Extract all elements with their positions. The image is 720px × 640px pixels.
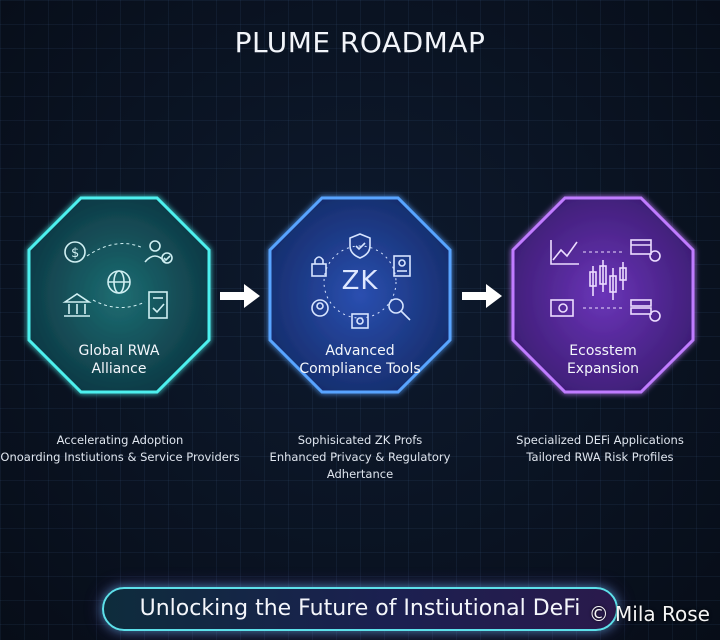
shield-check-icon bbox=[349, 233, 371, 259]
octagon-frame-purple bbox=[511, 196, 695, 394]
document-check-icon bbox=[148, 291, 168, 319]
user-icon bbox=[311, 299, 329, 317]
stage-1-icons: $ bbox=[62, 240, 173, 319]
stage-title: Global RWA Alliance bbox=[78, 343, 160, 377]
line-chart-icon bbox=[550, 240, 579, 265]
octagon-frame-blue bbox=[268, 196, 452, 394]
bank-icon bbox=[62, 293, 92, 317]
tagline-banner: Unlocking the Future of Instiutional DeF… bbox=[102, 587, 618, 631]
server-coin-icon bbox=[630, 299, 661, 322]
zk-center-text: ZK bbox=[341, 266, 379, 296]
stage-3-description: Specialized DEFi Applications Tailored R… bbox=[516, 433, 684, 464]
id-badge-icon bbox=[393, 255, 411, 277]
stage-title: Ecosstem Expansion bbox=[566, 343, 640, 377]
dollar-coin-icon: $ bbox=[64, 241, 86, 263]
octagon-frame-teal bbox=[27, 196, 211, 394]
stage-2-description: Sophisicated ZK Profs Enhanced Privacy &… bbox=[269, 433, 451, 481]
stage-advanced-compliance-tools: ZK Advanced Compliance Tools bbox=[268, 196, 452, 394]
stage-ecosystem-expansion: Ecosstem Expansion bbox=[511, 196, 695, 394]
candlestick-chart-icon bbox=[589, 260, 627, 300]
watermark: © Mila Rose bbox=[588, 602, 710, 626]
stage-3-icons bbox=[550, 239, 661, 322]
users-check-icon bbox=[144, 240, 173, 264]
stage-global-rwa-alliance: $ Global RWA Alliance bbox=[27, 196, 211, 394]
globe-icon bbox=[107, 270, 131, 294]
stage-title: Advanced Compliance Tools bbox=[299, 343, 421, 377]
lock-icon bbox=[311, 256, 327, 277]
arrow-right-icon bbox=[462, 284, 502, 308]
card-coin-icon bbox=[630, 239, 661, 262]
stage-2-icons bbox=[311, 233, 411, 329]
arrow-right-icon bbox=[220, 284, 260, 308]
page-title: PLUME ROADMAP bbox=[234, 26, 486, 59]
scan-icon bbox=[351, 313, 369, 329]
magnifier-user-icon bbox=[388, 298, 411, 321]
wallet-coin-icon bbox=[550, 299, 574, 317]
svg-text:$: $ bbox=[71, 246, 79, 261]
stage-1-description: Accelerating Adoption Onoarding Instiuti… bbox=[0, 433, 240, 464]
